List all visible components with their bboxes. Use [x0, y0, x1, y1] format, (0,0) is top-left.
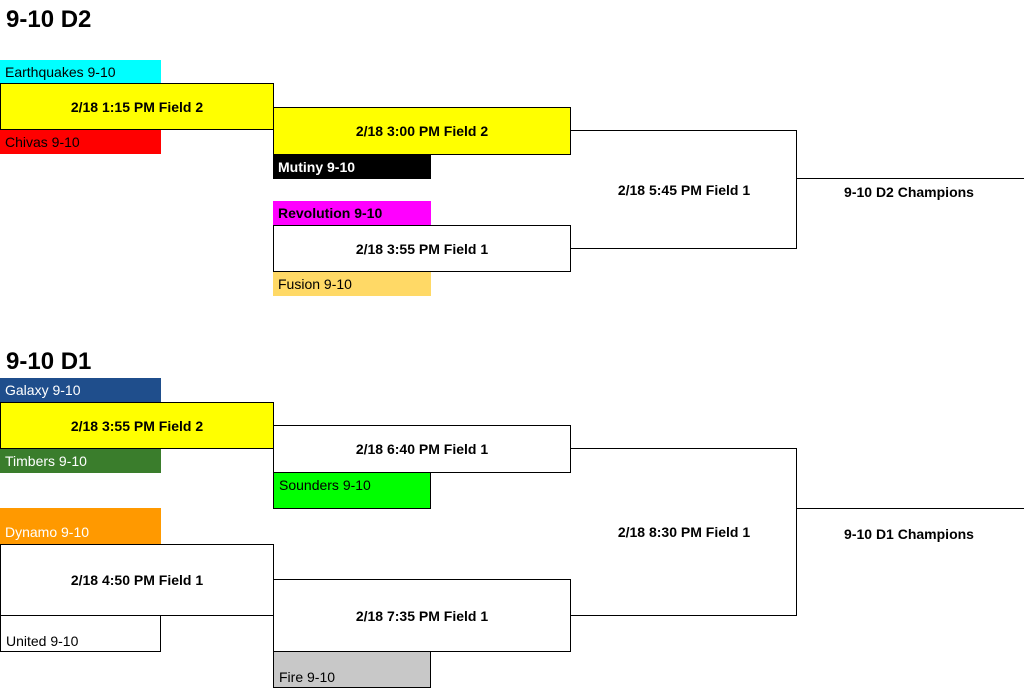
d2-title: 9-10 D2 [6, 6, 92, 33]
d2-connector-bottom [571, 248, 797, 249]
team-mutiny: Mutiny 9-10 [273, 155, 431, 179]
team-revolution: Revolution 9-10 [273, 201, 431, 225]
game-d2-final: 2/18 5:45 PM Field 1 [617, 182, 751, 198]
game-d1-g2: 2/18 6:40 PM Field 1 [273, 425, 571, 473]
team-timbers: Timbers 9-10 [0, 449, 161, 473]
game-d2-g2: 2/18 3:00 PM Field 2 [273, 107, 571, 155]
team-united: United 9-10 [0, 615, 161, 652]
team-earthquakes: Earthquakes 9-10 [0, 60, 161, 84]
team-fusion: Fusion 9-10 [273, 272, 431, 296]
team-galaxy: Galaxy 9-10 [0, 378, 161, 402]
game-d1-g4: 2/18 7:35 PM Field 1 [273, 579, 571, 652]
d1-connector-bottom [571, 615, 797, 616]
d1-champion-line [796, 508, 1024, 509]
d2-connector-vertical [796, 130, 797, 248]
game-d1-g1: 2/18 3:55 PM Field 2 [0, 402, 274, 449]
game-d2-g3: 2/18 3:55 PM Field 1 [273, 225, 571, 272]
game-d1-g3: 2/18 4:50 PM Field 1 [0, 544, 274, 616]
d1-connector-vertical [796, 448, 797, 616]
d2-connector-top [571, 130, 797, 131]
d2-champions: 9-10 D2 Champions [844, 184, 974, 200]
team-chivas: Chivas 9-10 [0, 130, 161, 154]
team-fire: Fire 9-10 [273, 651, 431, 688]
d1-champions: 9-10 D1 Champions [844, 526, 974, 542]
team-sounders: Sounders 9-10 [273, 472, 431, 509]
d1-title: 9-10 D1 [6, 348, 92, 375]
game-d1-final: 2/18 8:30 PM Field 1 [617, 524, 751, 540]
team-dynamo: Dynamo 9-10 [0, 508, 161, 544]
d1-connector-top [571, 448, 797, 449]
game-d2-g1: 2/18 1:15 PM Field 2 [0, 83, 274, 130]
d2-champion-line [796, 178, 1024, 179]
